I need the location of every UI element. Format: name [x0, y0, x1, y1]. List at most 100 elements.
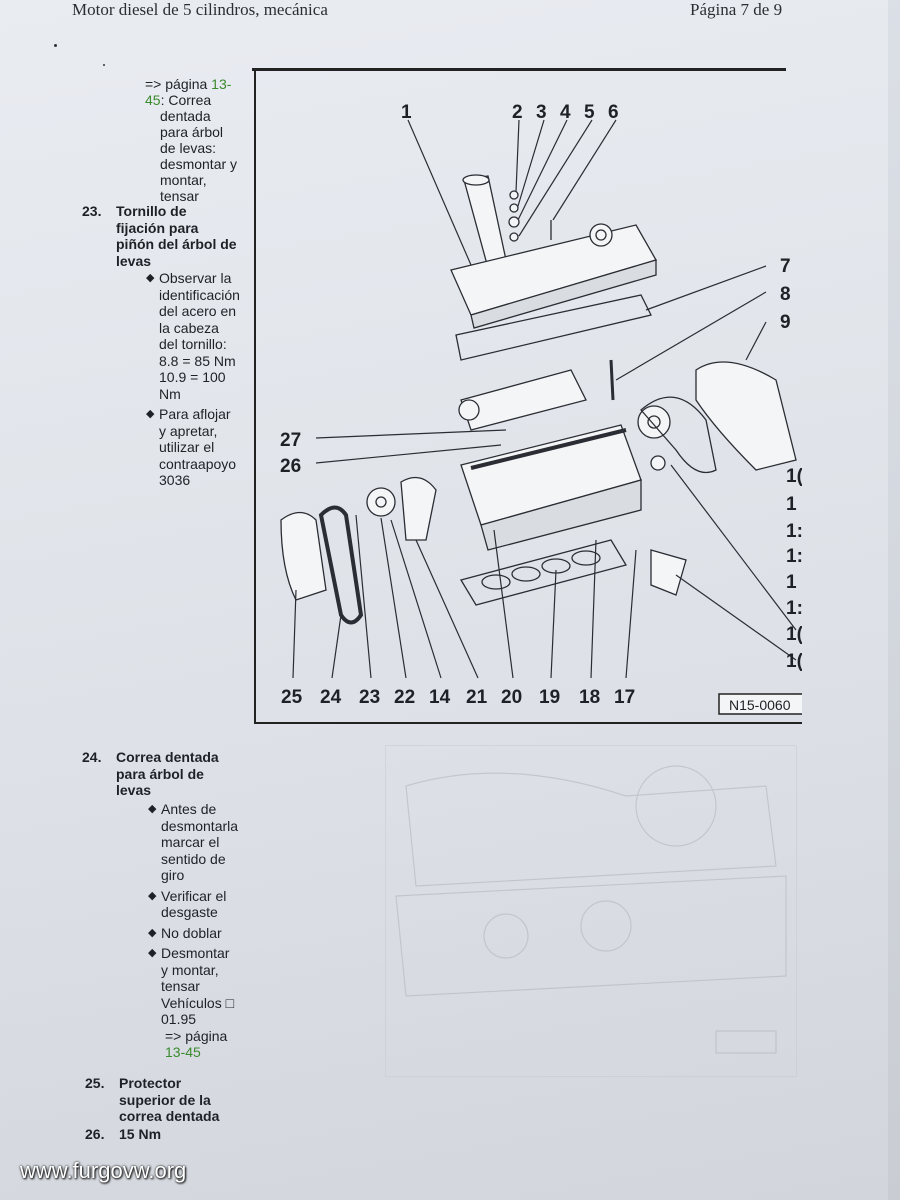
title-line: Tornillo de	[116, 203, 187, 219]
callout-22: 22	[394, 687, 415, 708]
bullet-item: ◆ Verificar el desgaste	[148, 888, 261, 921]
page-link[interactable]: 13-	[211, 76, 232, 92]
title-line: Correa dentada	[116, 749, 219, 765]
text-line: 8.8 = 85 Nm	[159, 352, 236, 369]
text-line: Nm	[159, 385, 181, 402]
washer-part	[509, 232, 519, 242]
text-line: marcar el	[161, 834, 220, 850]
figure-top-border	[252, 68, 786, 71]
bullet-item: ◆ Para aflojar y apretar, utilizar el co…	[146, 406, 259, 489]
text-line: y montar,	[161, 961, 219, 978]
title-line: 15 Nm	[119, 1126, 162, 1142]
valve-cover-side	[470, 259, 657, 329]
header-title: Motor diesel de 5 cilindros, mecánica	[72, 0, 328, 19]
text-line: Vehículos □	[161, 994, 235, 1011]
item-number: 23.	[82, 203, 102, 219]
text-line: dentada	[160, 108, 211, 124]
item-number: 25.	[85, 1075, 105, 1091]
text-line: Para aflojar	[159, 406, 231, 422]
title-line: Protector	[119, 1075, 182, 1091]
page-ref-prefix: => página	[145, 76, 212, 92]
gasket-bore	[481, 574, 511, 590]
camshaft-carrier	[460, 369, 587, 431]
sprocket-hub	[647, 415, 661, 429]
text-line: tensar	[160, 188, 199, 204]
title-line: levas	[116, 252, 152, 269]
callout-24: 24	[320, 687, 342, 708]
callout-1: 1	[401, 102, 412, 123]
bullet-icon: ◆	[146, 272, 155, 284]
text-line: Desmontar	[161, 945, 230, 961]
text-line: de levas:	[160, 140, 217, 156]
bullet-icon: ◆	[148, 947, 157, 959]
cylinder-head-side	[480, 479, 642, 551]
washer-part	[509, 203, 519, 213]
text-line: desmontarla	[161, 817, 239, 834]
page-link-cont[interactable]: 45	[145, 92, 161, 108]
mounting-bracket	[650, 549, 687, 596]
callout-right: 1(	[786, 651, 802, 672]
bullet-item: ◆ No doblar	[148, 924, 261, 942]
callout-27: 27	[280, 430, 301, 451]
item-title: Protector superior de la correa dentada	[119, 1075, 219, 1125]
cover-gasket	[455, 294, 652, 361]
camshaft-end	[458, 399, 480, 421]
text-line: desmontar y	[160, 156, 238, 172]
text-line: del tornillo:	[159, 336, 227, 352]
callout-7: 7	[780, 256, 791, 277]
callout-right: 1:	[786, 598, 802, 619]
gasket-bore	[511, 566, 541, 582]
item-title: Correa dentada para árbol de levas	[116, 749, 219, 799]
exploded-view-figure: 1 2 3 4 5 6 7 8 9 1( 1 1: 1: 1 1: 1( 1( …	[254, 70, 804, 724]
text-line: No doblar	[161, 924, 222, 941]
bleed-through-sketch	[395, 765, 787, 1054]
bullet-icon: ◆	[148, 803, 157, 815]
item-number: 24.	[82, 749, 102, 765]
figure-ref: N15-0060	[729, 697, 791, 713]
text-line: del acero en	[159, 303, 237, 319]
callout-right: 1:	[786, 521, 802, 542]
text-line: Observar la	[159, 270, 232, 286]
text-line: giro	[161, 867, 185, 883]
text-line: contraapoyo	[159, 455, 237, 472]
title-line: correa dentada	[119, 1108, 220, 1124]
title-line: fijación para	[116, 219, 199, 236]
callout-21: 21	[466, 687, 488, 708]
camshaft	[470, 428, 627, 470]
bullet-icon: ◆	[148, 926, 157, 939]
oil-filler-tube	[463, 175, 507, 269]
text-line: 10.9 = 100	[159, 369, 226, 385]
text-line: => página	[165, 1027, 228, 1044]
title-line: levas	[116, 782, 152, 798]
text-line: montar,	[160, 172, 207, 188]
item-title: Tornillo de fijación para piñón del árbo…	[116, 203, 237, 269]
callout-26: 26	[280, 456, 301, 477]
header-page-number: Página 7 de 9	[690, 0, 783, 19]
callout-8: 8	[780, 284, 791, 305]
text-line: la cabeza	[159, 319, 219, 336]
text-line: sentido de	[161, 850, 226, 867]
callout-right: 1(	[786, 624, 802, 645]
nut-part	[509, 190, 519, 200]
belt-guard-piece	[400, 476, 437, 541]
scan-speck	[103, 64, 105, 66]
callout-25: 25	[281, 687, 303, 708]
callout-2: 2	[512, 102, 523, 123]
seal-part	[508, 216, 520, 228]
timing-belt-right	[640, 396, 717, 474]
callout-5: 5	[584, 102, 595, 123]
filler-cap	[462, 174, 490, 186]
callout-6: 6	[608, 102, 619, 123]
text-line: Antes de	[161, 801, 217, 817]
scan-speck	[54, 44, 57, 47]
title-line: piñón del árbol de	[116, 236, 237, 252]
text-line: desgaste	[161, 904, 218, 920]
item-23-bullets: ◆ Observar la identificación del acero e…	[146, 270, 259, 493]
callout-14: 14	[429, 687, 451, 708]
site-watermark: www.furgovw.org	[20, 1158, 187, 1183]
page-link[interactable]: 13-45	[165, 1044, 201, 1060]
text-line: identificación	[159, 286, 240, 303]
item-24-bullets: ◆ Antes de desmontarla marcar el sentido…	[148, 801, 261, 1065]
continuation-text: => página 13- 45: Correa dentada para ár…	[145, 76, 255, 204]
callout-right: 1	[786, 572, 797, 593]
